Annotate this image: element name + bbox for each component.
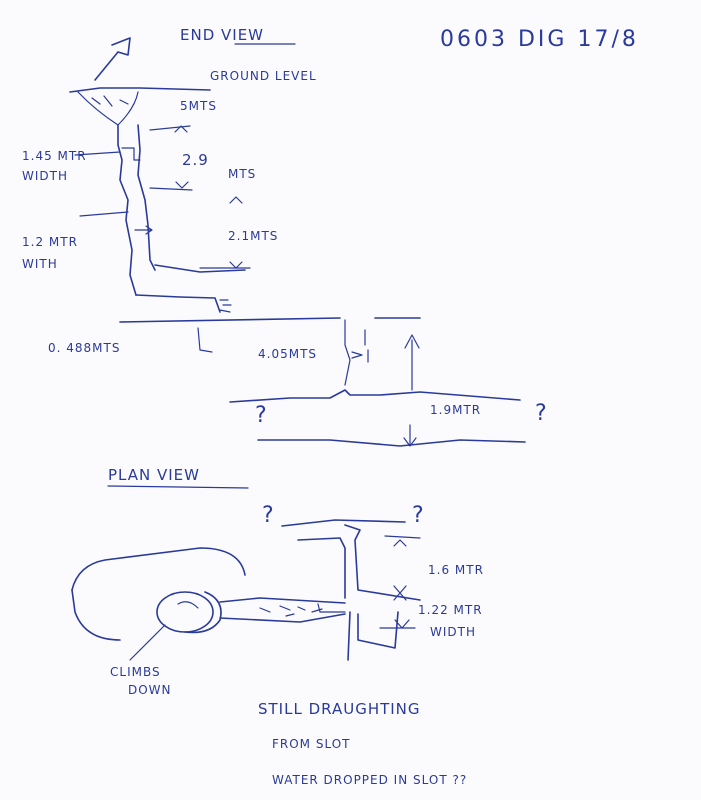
- height-19-label: 1.9MTR: [430, 403, 481, 417]
- plan-tick-top: [384, 535, 421, 539]
- end-view-title: END VIEW: [180, 26, 264, 44]
- length-16-label: 1.6 MTR: [428, 563, 484, 577]
- climb-down-leader: [129, 624, 166, 661]
- plan-view-title: PLAN VIEW: [108, 466, 200, 484]
- spade-icon: [94, 37, 131, 81]
- plan-shaft-rim: [184, 591, 222, 634]
- plan-passage-rubble: [259, 605, 323, 617]
- ground-level-line: [69, 87, 211, 93]
- gap-0488-marker: [197, 327, 213, 353]
- plan-view-title-underline: [107, 485, 249, 489]
- length-405-arrow: [351, 351, 363, 359]
- plan-passage-step: [317, 603, 346, 613]
- depth-29-unit: MTS: [228, 167, 256, 181]
- slot-roof-line: [229, 389, 521, 403]
- gap-0488-label: 0. 488MTS: [48, 341, 120, 355]
- depth-5m-label: 5MTS: [180, 99, 217, 113]
- width-145-label: 1.45 MTR: [22, 149, 87, 163]
- width-12-label: 1.2 MTR: [22, 235, 78, 249]
- slot-left-wall: [344, 319, 351, 386]
- lower-passage-roof: [154, 264, 246, 273]
- lower-passage-floor: [135, 294, 221, 313]
- depth-arrow-down-2: [229, 261, 243, 269]
- end-view-question-left: ?: [255, 403, 270, 428]
- width-12-leader: [79, 211, 129, 217]
- plan-arrow-up: [393, 539, 407, 547]
- width-12-arrow: [134, 225, 153, 235]
- floor-line: [119, 317, 341, 323]
- plan-view-question-left: ?: [262, 503, 277, 528]
- passage-rubble: [219, 299, 232, 313]
- note-line-3: WATER DROPPED IN SLOT ??: [272, 773, 467, 787]
- note-line-1: STILL DRAUGHTING: [258, 700, 421, 718]
- shaft-right-wall: [137, 124, 156, 271]
- plan-view-question-right: ?: [412, 503, 427, 528]
- plan-passage-top: [219, 597, 346, 604]
- entrance-depression: [77, 91, 139, 126]
- width-12-sub: WITH: [22, 257, 58, 271]
- plan-surface-outline-lower: [71, 589, 121, 641]
- depth-tick-1: [149, 125, 191, 131]
- shaft-ledge: [121, 147, 141, 161]
- plan-slot-left-wall: [297, 537, 346, 599]
- plan-shaft-inner: [177, 601, 199, 609]
- end-view-question-right: ?: [535, 401, 550, 426]
- depth-21-label: 2.1MTS: [228, 229, 278, 243]
- climb-down-label-1: CLIMBS: [110, 665, 161, 679]
- length-405-label: 4.05MTS: [258, 347, 317, 361]
- width-122-sub: WIDTH: [430, 625, 476, 639]
- depth-arrow-up-1: [174, 125, 188, 133]
- plan-surface-outline: [71, 547, 246, 591]
- slot-floor-line: [257, 439, 526, 447]
- shaft-left-wall: [117, 124, 137, 296]
- plan-slot-right-wall: [344, 524, 421, 601]
- plan-slot-top: [281, 519, 406, 527]
- climb-down-label-2: DOWN: [128, 683, 172, 697]
- depth-arrow-up-2: [229, 196, 243, 204]
- depth-tick-2: [149, 187, 193, 191]
- plan-shaft-circle: [156, 591, 214, 633]
- depth-arrow-down-1: [175, 181, 189, 189]
- height-arrow-down: [403, 424, 417, 447]
- entrance-rubble: [91, 95, 129, 107]
- width-122-label: 1.22 MTR: [418, 603, 483, 617]
- ground-level-label: GROUND LEVEL: [210, 69, 317, 83]
- dig-code-label: 0603 DIG 17/8: [440, 27, 639, 52]
- width-145-leader: [74, 151, 121, 156]
- plan-cross-mark: [393, 585, 407, 601]
- plan-slot-lower: [347, 611, 399, 661]
- width-145-sub: WIDTH: [22, 169, 68, 183]
- note-line-2: FROM SLOT: [272, 737, 351, 751]
- slot-mark: [364, 329, 369, 363]
- plan-passage-bottom: [219, 613, 346, 623]
- height-arrow-up: [404, 334, 420, 391]
- depth-29-label: 2.9: [182, 151, 209, 169]
